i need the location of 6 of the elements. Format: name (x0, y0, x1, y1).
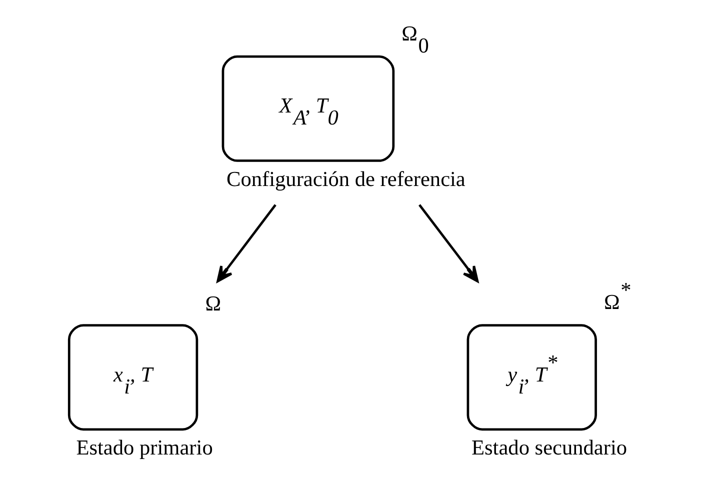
arrow (216, 204, 276, 282)
node-label: Estado secundario (472, 436, 628, 460)
node-label: Ω (205, 291, 222, 316)
arrow (418, 204, 479, 282)
node-label: Estado primario (76, 436, 213, 460)
node-label: Configuración de referencia (226, 167, 466, 192)
